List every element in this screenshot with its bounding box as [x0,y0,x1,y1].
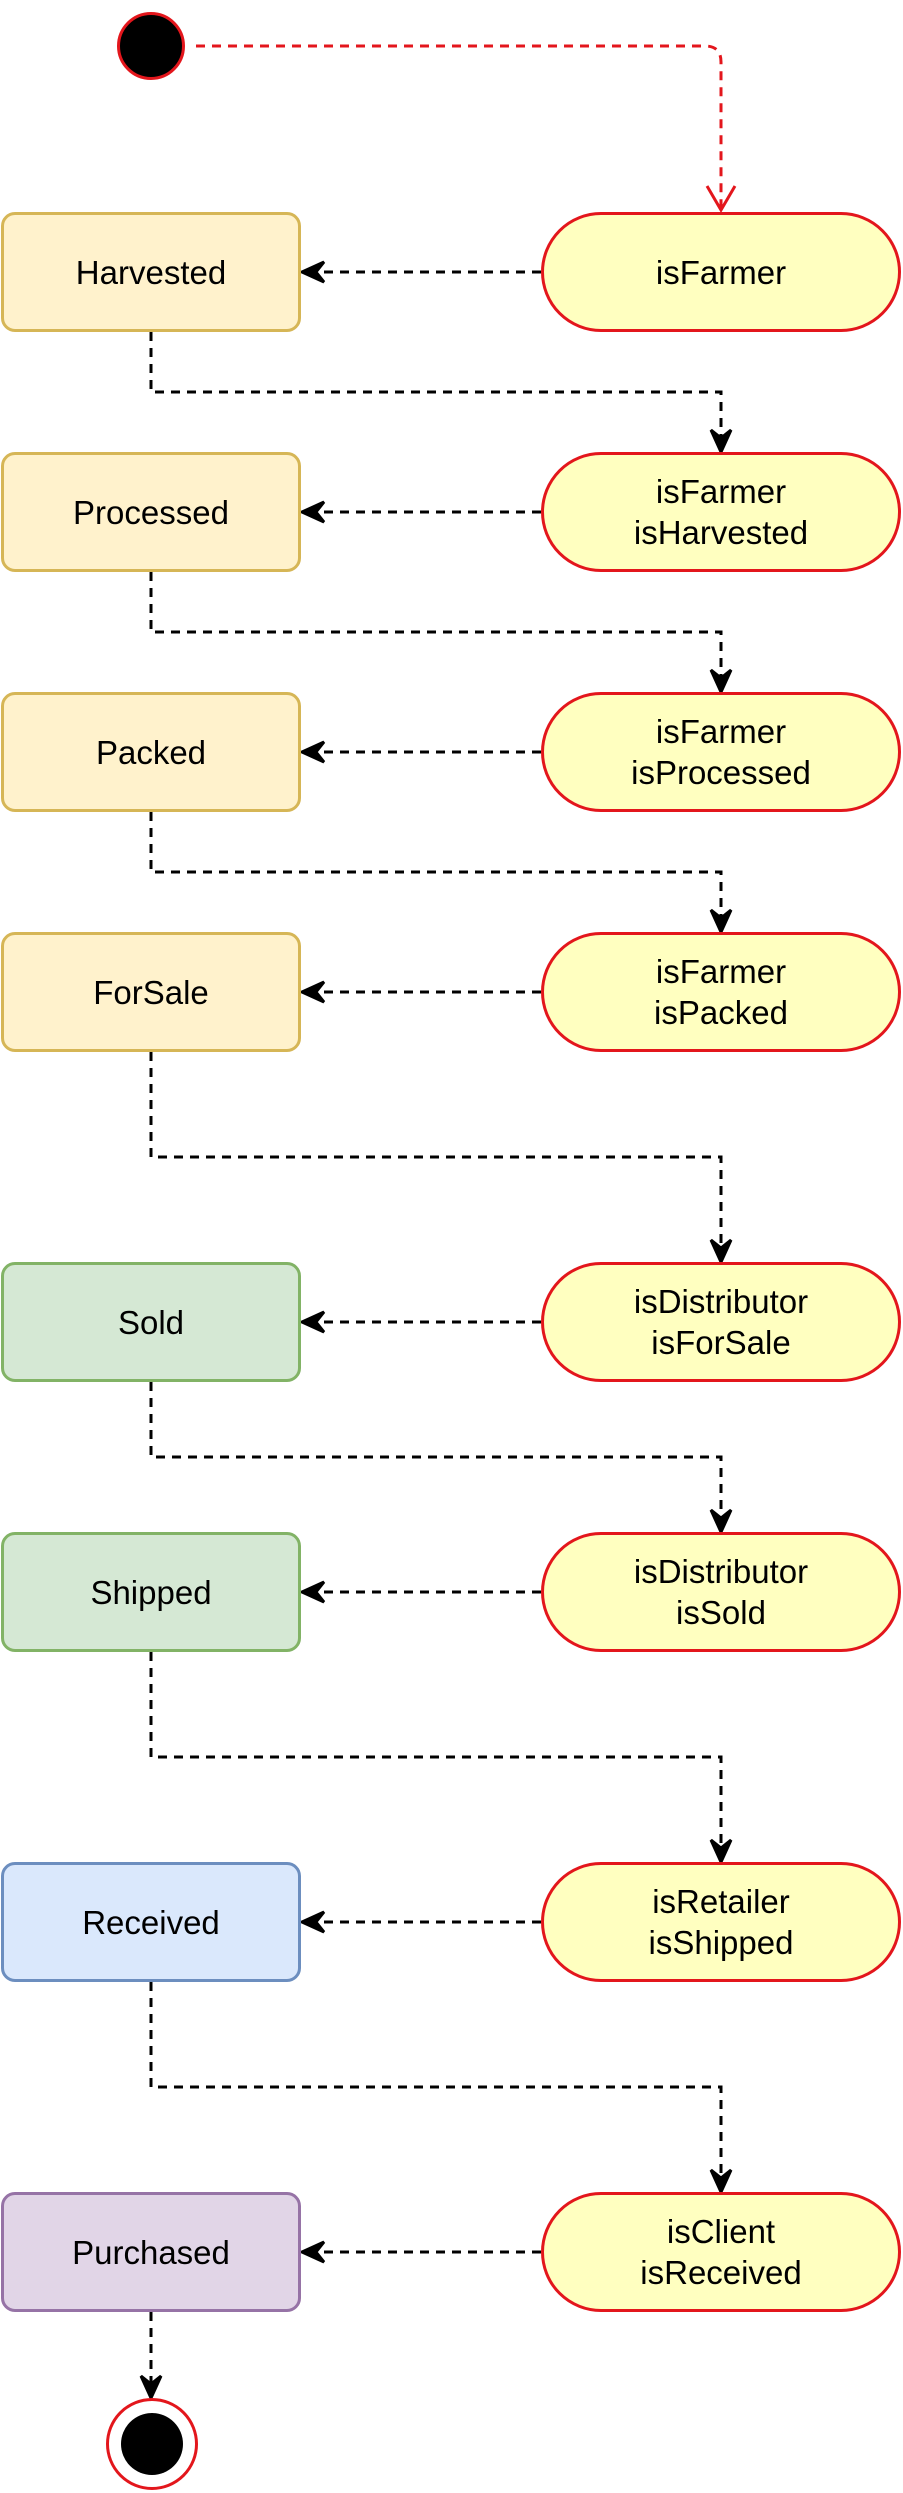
state-forsale: ForSale [1,932,301,1052]
guard-line: isForSale [651,1324,791,1361]
state-harvested: Harvested [1,212,301,332]
state-to-guard-edge [149,332,723,448]
state-to-guard-edge [149,1652,723,1858]
arrow-head-down [709,668,733,696]
arrow-head-left [298,260,326,284]
guard-line: isSold [676,1594,766,1631]
guard-line: isFarmer [655,473,787,510]
arrow-head-down [139,2374,163,2402]
arrow-head-left [298,980,326,1004]
guard-line: isShipped [648,1924,794,1961]
initial-node [117,12,185,80]
guard-is-processed: isFarmer isProcessed [541,692,901,812]
arrow-head-left [298,1910,326,1934]
start-transition [196,44,723,208]
guard-line: isRetailer [652,1883,790,1920]
guard-is-packed: isFarmer isPacked [541,932,901,1052]
guard-is-farmer: isFarmer [541,212,901,332]
guard-line: isFarmer [655,713,787,750]
start-arrow-head [705,185,737,213]
arrow-head-left [298,2240,326,2264]
state-to-guard-edge [149,812,723,928]
guard-line: isProcessed [631,754,811,791]
final-node-core [121,2413,183,2475]
state-to-guard-edge [149,1382,723,1528]
state-to-guard-edge [149,1052,723,1258]
arrow-head-left [298,500,326,524]
arrow-head-down [709,2168,733,2196]
guard-is-shipped: isRetailer isShipped [541,1862,901,1982]
guard-line: isReceived [640,2254,802,2291]
final-node [106,2398,198,2490]
arrow-head-down [709,1238,733,1266]
guard-line: isClient [666,2213,776,2250]
state-received: Received [1,1862,301,1982]
state-packed: Packed [1,692,301,812]
guard-is-harvested: isFarmer isHarvested [541,452,901,572]
guard-line: isDistributor [633,1283,809,1320]
arrow-head-left [298,1310,326,1334]
arrow-head-down [709,1838,733,1866]
guard-line: isDistributor [633,1553,809,1590]
arrow-head-left [298,740,326,764]
guard-is-forsale: isDistributor isForSale [541,1262,901,1382]
guard-line: isFarmer [655,953,787,990]
state-to-guard-edge [149,572,723,688]
guard-line: isFarmer [655,253,787,291]
state-sold: Sold [1,1262,301,1382]
state-processed: Processed [1,452,301,572]
guard-line: isHarvested [633,514,809,551]
state-purchased: Purchased [1,2192,301,2312]
arrow-head-down [709,428,733,456]
arrow-head-down [709,1508,733,1536]
state-to-guard-edge [149,1982,723,2188]
guard-is-sold: isDistributor isSold [541,1532,901,1652]
guard-line: isPacked [654,994,788,1031]
arrow-head-left [298,1580,326,1604]
arrow-head-down [709,908,733,936]
state-shipped: Shipped [1,1532,301,1652]
guard-is-received: isClient isReceived [541,2192,901,2312]
